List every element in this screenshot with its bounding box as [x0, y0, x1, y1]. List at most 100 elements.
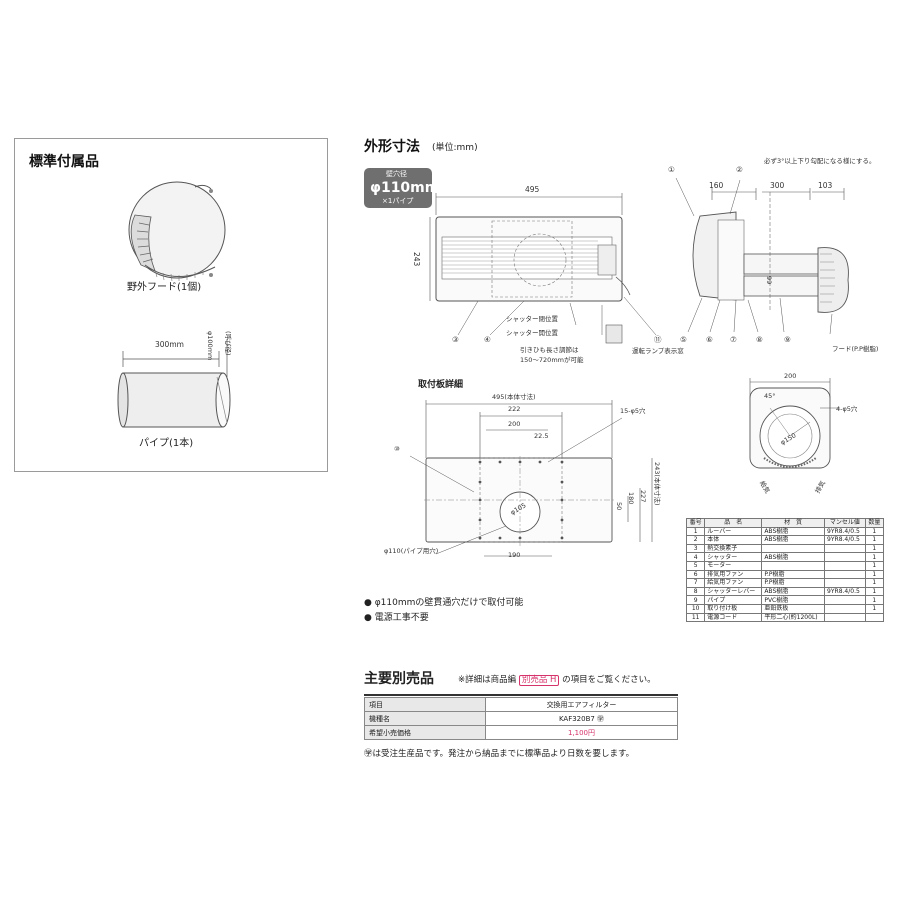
options-row: 希望小売価格 1,100円 [364, 725, 678, 740]
callout-10: ⑩ [394, 445, 400, 453]
pipe-illustration [117, 372, 231, 428]
table-cell: 8 [685, 586, 706, 597]
table-cell: 1 [864, 586, 885, 597]
pipe-diameter-label: φ100mm [206, 331, 214, 361]
mount-dim-190: 190 [508, 551, 521, 559]
options-price: 1,100円 [485, 725, 678, 740]
table-cell [824, 552, 866, 562]
options-label: 項目 [364, 697, 486, 712]
feature-text-2: 電源工事不要 [374, 613, 429, 623]
header-number: 番号 [685, 518, 706, 528]
mounting-title: 取付板詳細 [418, 380, 464, 390]
mount-dim-222: 222 [508, 405, 521, 413]
pipe-diameter-note: (呼び径) [224, 331, 232, 356]
table-cell: シャッター [704, 552, 763, 562]
callout-11: ⑪ [654, 335, 662, 344]
front-height-243: 243 [412, 252, 421, 267]
badge-line2: φ110mm [370, 180, 440, 196]
table-cell: 9YR8.4/0.5 [824, 526, 866, 537]
pipe-length-label: 300mm [155, 340, 184, 349]
table-cell: ABS樹脂 [761, 586, 826, 597]
table-cell: 給気用ファン [704, 578, 763, 588]
table-cell: 1 [864, 560, 885, 571]
table-cell: シャッターレバー [704, 586, 763, 597]
table-cell: 1 [864, 578, 885, 588]
pipe-dimension-lines [122, 339, 228, 377]
options-row: 項目 交換用エアフィルター [364, 697, 678, 712]
slope-note: 必ず3°以上下り勾配になる様にする。 [764, 157, 876, 165]
table-cell: 1 [685, 526, 706, 537]
cord-note-2: 150～720mmが可能 [520, 356, 584, 364]
table-cell [824, 603, 866, 614]
side-dim-300: 300 [770, 181, 785, 190]
table-cell [824, 543, 866, 554]
lamp-window-label: 運転ランプ表示窓 [632, 347, 684, 355]
parts-table-header: 番号 品 名 材 質 マンセル値 数量 [685, 518, 885, 528]
header-name: 品 名 [704, 518, 763, 528]
options-rule [364, 694, 678, 696]
table-cell: 3 [685, 543, 706, 554]
feature-item-2: ● 電源工事不要 [364, 614, 429, 623]
table-cell: 1 [864, 526, 885, 537]
options-footnote: ㊫は受注生産品です。発注から納品までに標準品より日数を要します。 [364, 749, 635, 759]
options-value: KAF320B7 ㊫ [485, 711, 678, 726]
accessories-box: 標準付属品 野外フード(1個) 300mm φ100mm (呼び径) [14, 138, 328, 472]
badge-line1: 壁穴径 [386, 170, 407, 178]
table-cell: 11 [685, 612, 706, 623]
table-cell [824, 578, 866, 588]
callout-2: ② [736, 165, 743, 174]
hood-dim-200: 200 [784, 372, 797, 380]
table-cell [824, 595, 866, 605]
table-cell: 2 [685, 535, 706, 545]
side-view-drawing [675, 177, 849, 335]
hood-caption: 野外フード(1個) [127, 282, 202, 293]
hood-angle: 45° [764, 392, 776, 400]
table-cell: 1 [864, 595, 885, 605]
table-cell: 6 [685, 569, 706, 580]
cord-note-1: 引きひも長さ調節は [520, 346, 579, 354]
table-cell: 7 [685, 578, 706, 588]
hood-material-label: フード(P.P樹脂) [832, 345, 879, 353]
options-note: ※詳細は商品編 別売品 H の項目をご覧ください。 [458, 675, 656, 686]
feature-item-1: ● φ110mmの壁貫通穴だけで取付可能 [364, 599, 523, 608]
header-munsell: マンセル値 [824, 518, 866, 528]
options-label: 希望小売価格 [364, 725, 486, 740]
mount-dim-180: 180 [627, 492, 635, 505]
table-cell: ABS樹脂 [761, 535, 826, 545]
dimensions-unit: (単位:mm) [432, 143, 478, 153]
table-cell: 9YR8.4/0.5 [824, 535, 866, 545]
badge-line3: ×1パイプ [382, 197, 414, 205]
dimensions-title: 外形寸法 [364, 139, 420, 155]
table-cell: 1 [864, 552, 885, 562]
outdoor-hood-illustration [128, 181, 226, 282]
table-cell: 取り付け板 [704, 603, 763, 614]
table-cell: 電源コード [704, 612, 763, 623]
table-cell [761, 560, 826, 571]
bullet-icon: ● [364, 613, 372, 623]
table-cell: 本体 [704, 535, 763, 545]
mount-pipe-hole: φ110(パイプ用穴) [384, 547, 439, 555]
table-cell: 亜鉛鉄板 [761, 603, 826, 614]
shutter-open-label: シャッター開位置 [506, 329, 558, 337]
table-cell: 排気用ファン [704, 569, 763, 580]
table-cell: モーター [704, 560, 763, 571]
header-material: 材 質 [761, 518, 826, 528]
callout-3: ③ [452, 335, 459, 344]
table-cell: 10 [685, 603, 706, 614]
mount-dim-227: 227 [639, 490, 647, 503]
options-row: 機種名 KAF320B7 ㊫ [364, 711, 678, 726]
shutter-close-label: シャッター閉位置 [506, 315, 558, 323]
callout-6: ⑥ [706, 335, 713, 344]
table-cell: PVC樹脂 [761, 595, 826, 605]
mount-dim-495: 495(本体寸法) [492, 393, 536, 401]
table-cell: P.P樹脂 [761, 569, 826, 580]
table-cell: 5 [685, 560, 706, 571]
pipe-caption: パイプ(1本) [139, 438, 194, 449]
table-cell: ABS樹脂 [761, 526, 826, 537]
